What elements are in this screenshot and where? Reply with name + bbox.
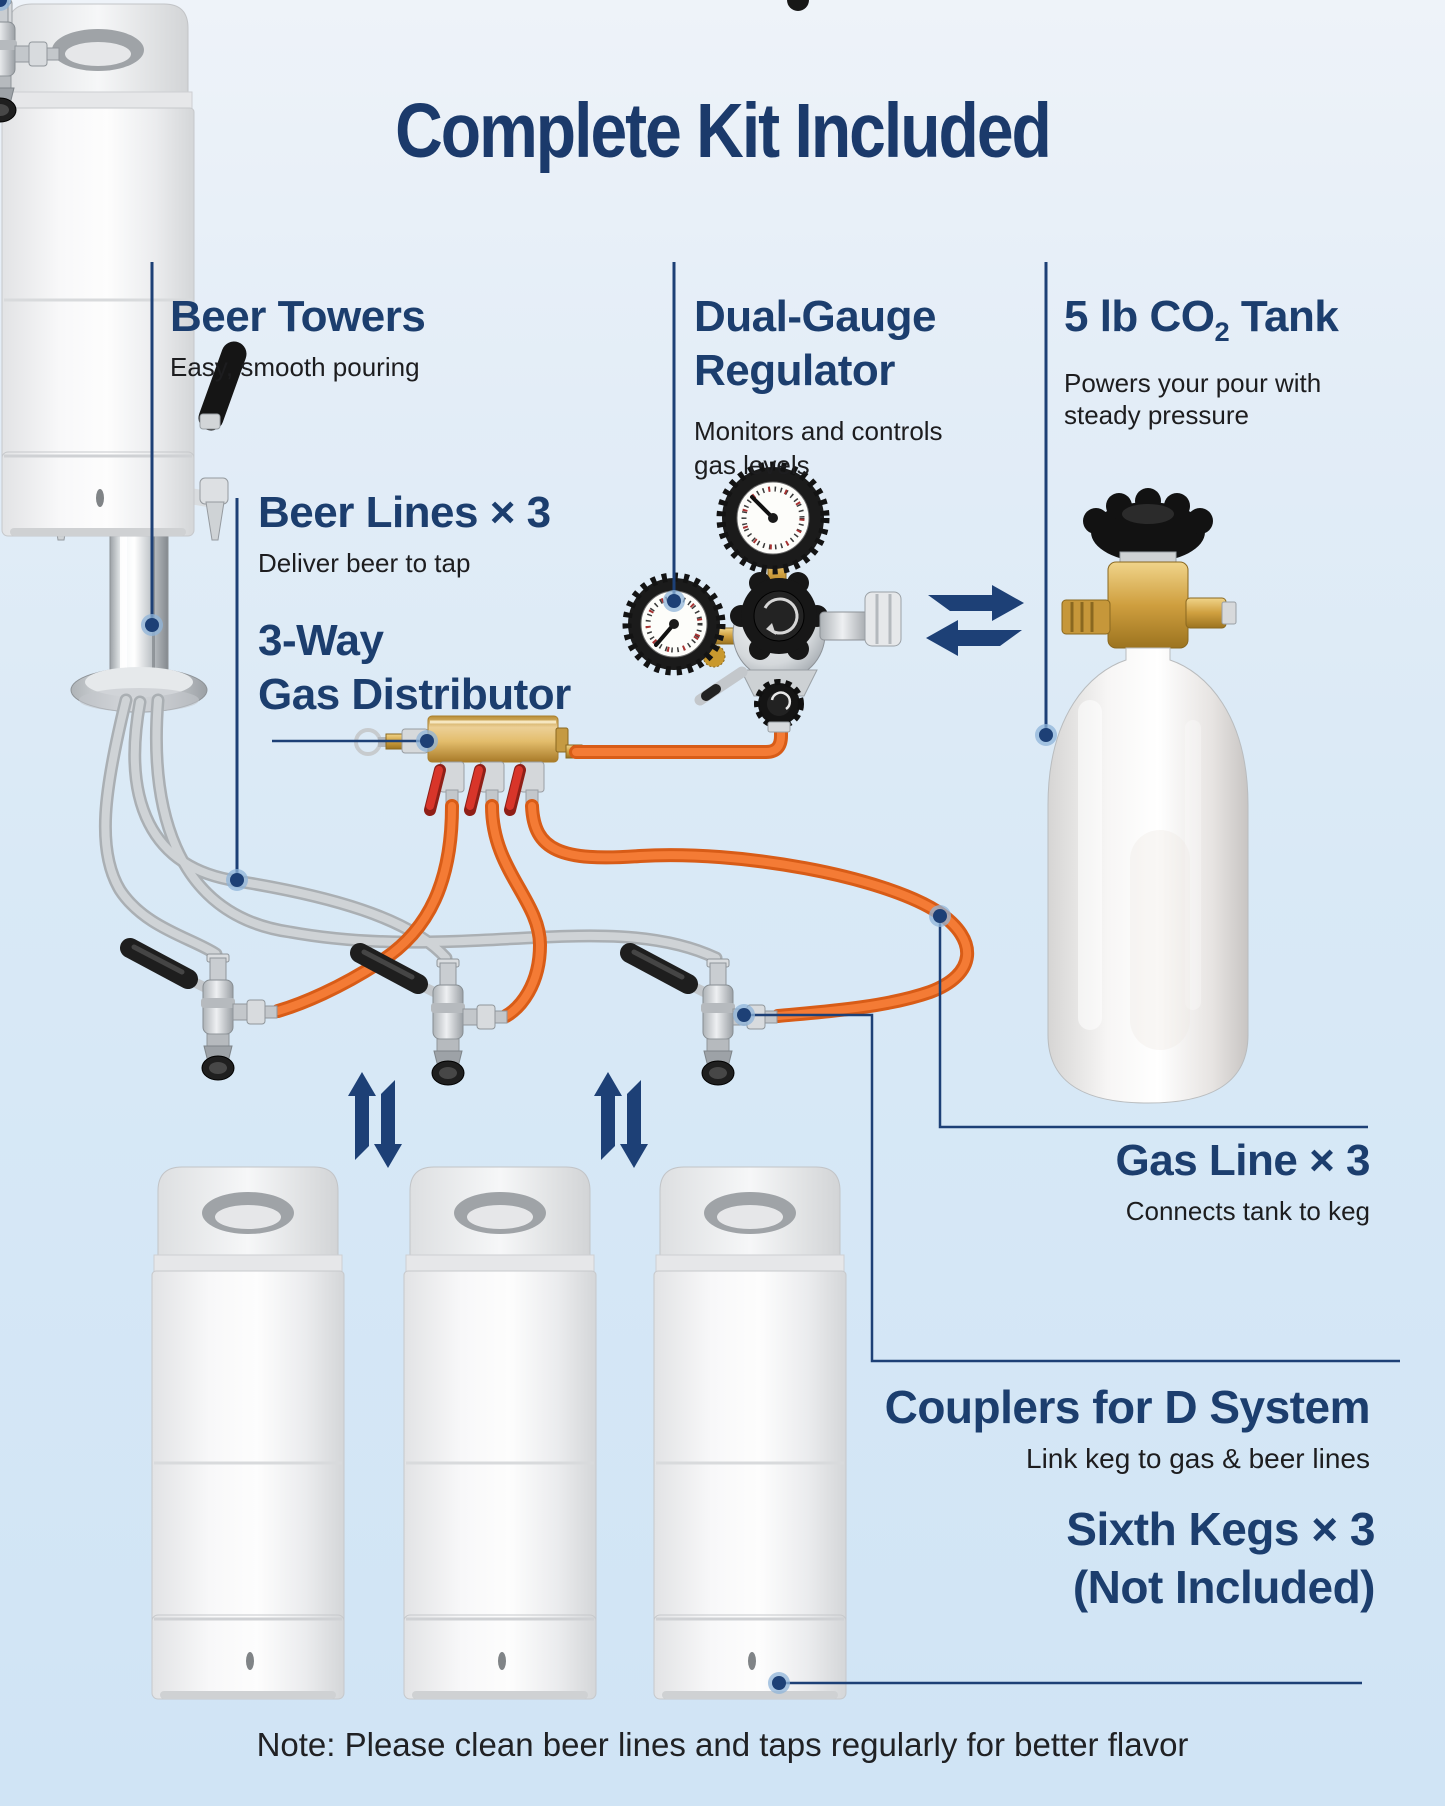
transfer-arrows-icon xyxy=(348,1072,648,1168)
leader-dots xyxy=(0,0,1057,1694)
callout-beer-towers: Beer Towers Easy, smooth pouring xyxy=(170,290,426,384)
sixth-kegs-title-line1: Sixth Kegs × 3 xyxy=(1066,1503,1375,1555)
beer-lines-subtitle: Deliver beer to tap xyxy=(258,548,471,578)
sixth-keg xyxy=(652,1165,848,1701)
callout-gas-line: Gas Line × 3 Connects tank to keg xyxy=(1115,1134,1371,1228)
beer-lines-title: Beer Lines × 3 xyxy=(258,488,551,537)
beer-towers-subtitle: Easy, smooth pouring xyxy=(170,352,420,382)
co2-tank-title: 5 lb CO2 Tank xyxy=(1064,292,1339,347)
page-title: Complete Kit Included xyxy=(395,87,1052,173)
regulator-illustration xyxy=(622,0,902,733)
distributor-title-line1: 3-Way xyxy=(258,616,384,665)
beer-towers-title: Beer Towers xyxy=(170,292,426,341)
regulator-title-line1: Dual-Gauge xyxy=(694,292,936,341)
gas-line-subtitle: Connects tank to keg xyxy=(1125,1196,1370,1226)
keg-coupler xyxy=(360,952,507,1085)
leader-lines xyxy=(150,262,1400,1685)
distributor-title-line2: Gas Distributor xyxy=(258,670,571,719)
callout-dual-gauge-regulator: Dual-Gauge Regulator Monitors and contro… xyxy=(694,290,954,482)
callout-couplers: Couplers for D System Link keg to gas & … xyxy=(884,1380,1371,1476)
co2-tank-illustration xyxy=(1047,488,1249,1104)
sixth-keg xyxy=(402,1165,598,1701)
callout-gas-distributor: 3-Way Gas Distributor xyxy=(258,614,571,722)
callout-sixth-kegs: Sixth Kegs × 3 (Not Included) xyxy=(1066,1500,1375,1616)
couplers-title: Couplers for D System xyxy=(884,1381,1371,1433)
keg-coupler xyxy=(630,952,777,1085)
sixth-keg xyxy=(150,1165,346,1701)
sixth-kegs-title-line2: (Not Included) xyxy=(1072,1561,1376,1613)
gas-line-title: Gas Line × 3 xyxy=(1115,1136,1371,1185)
co2-tank-subtitle: Powers your pour with steady pressure xyxy=(1064,367,1322,430)
exchange-arrows-icon xyxy=(926,585,1024,656)
callout-co2-tank: 5 lb CO2 Tank Powers your pour with stea… xyxy=(1064,290,1364,431)
couplers-subtitle: Link keg to gas & beer lines xyxy=(1026,1443,1370,1474)
sixth-kegs-illustration xyxy=(1,3,848,1701)
regulator-title-line2: Regulator xyxy=(694,346,895,395)
regulator-subtitle: Monitors and controls gas levels xyxy=(694,416,943,480)
keg-coupler xyxy=(130,947,277,1080)
callout-beer-lines: Beer Lines × 3 Deliver beer to tap xyxy=(258,486,551,580)
footer-note: Note: Please clean beer lines and taps r… xyxy=(256,1726,1189,1763)
